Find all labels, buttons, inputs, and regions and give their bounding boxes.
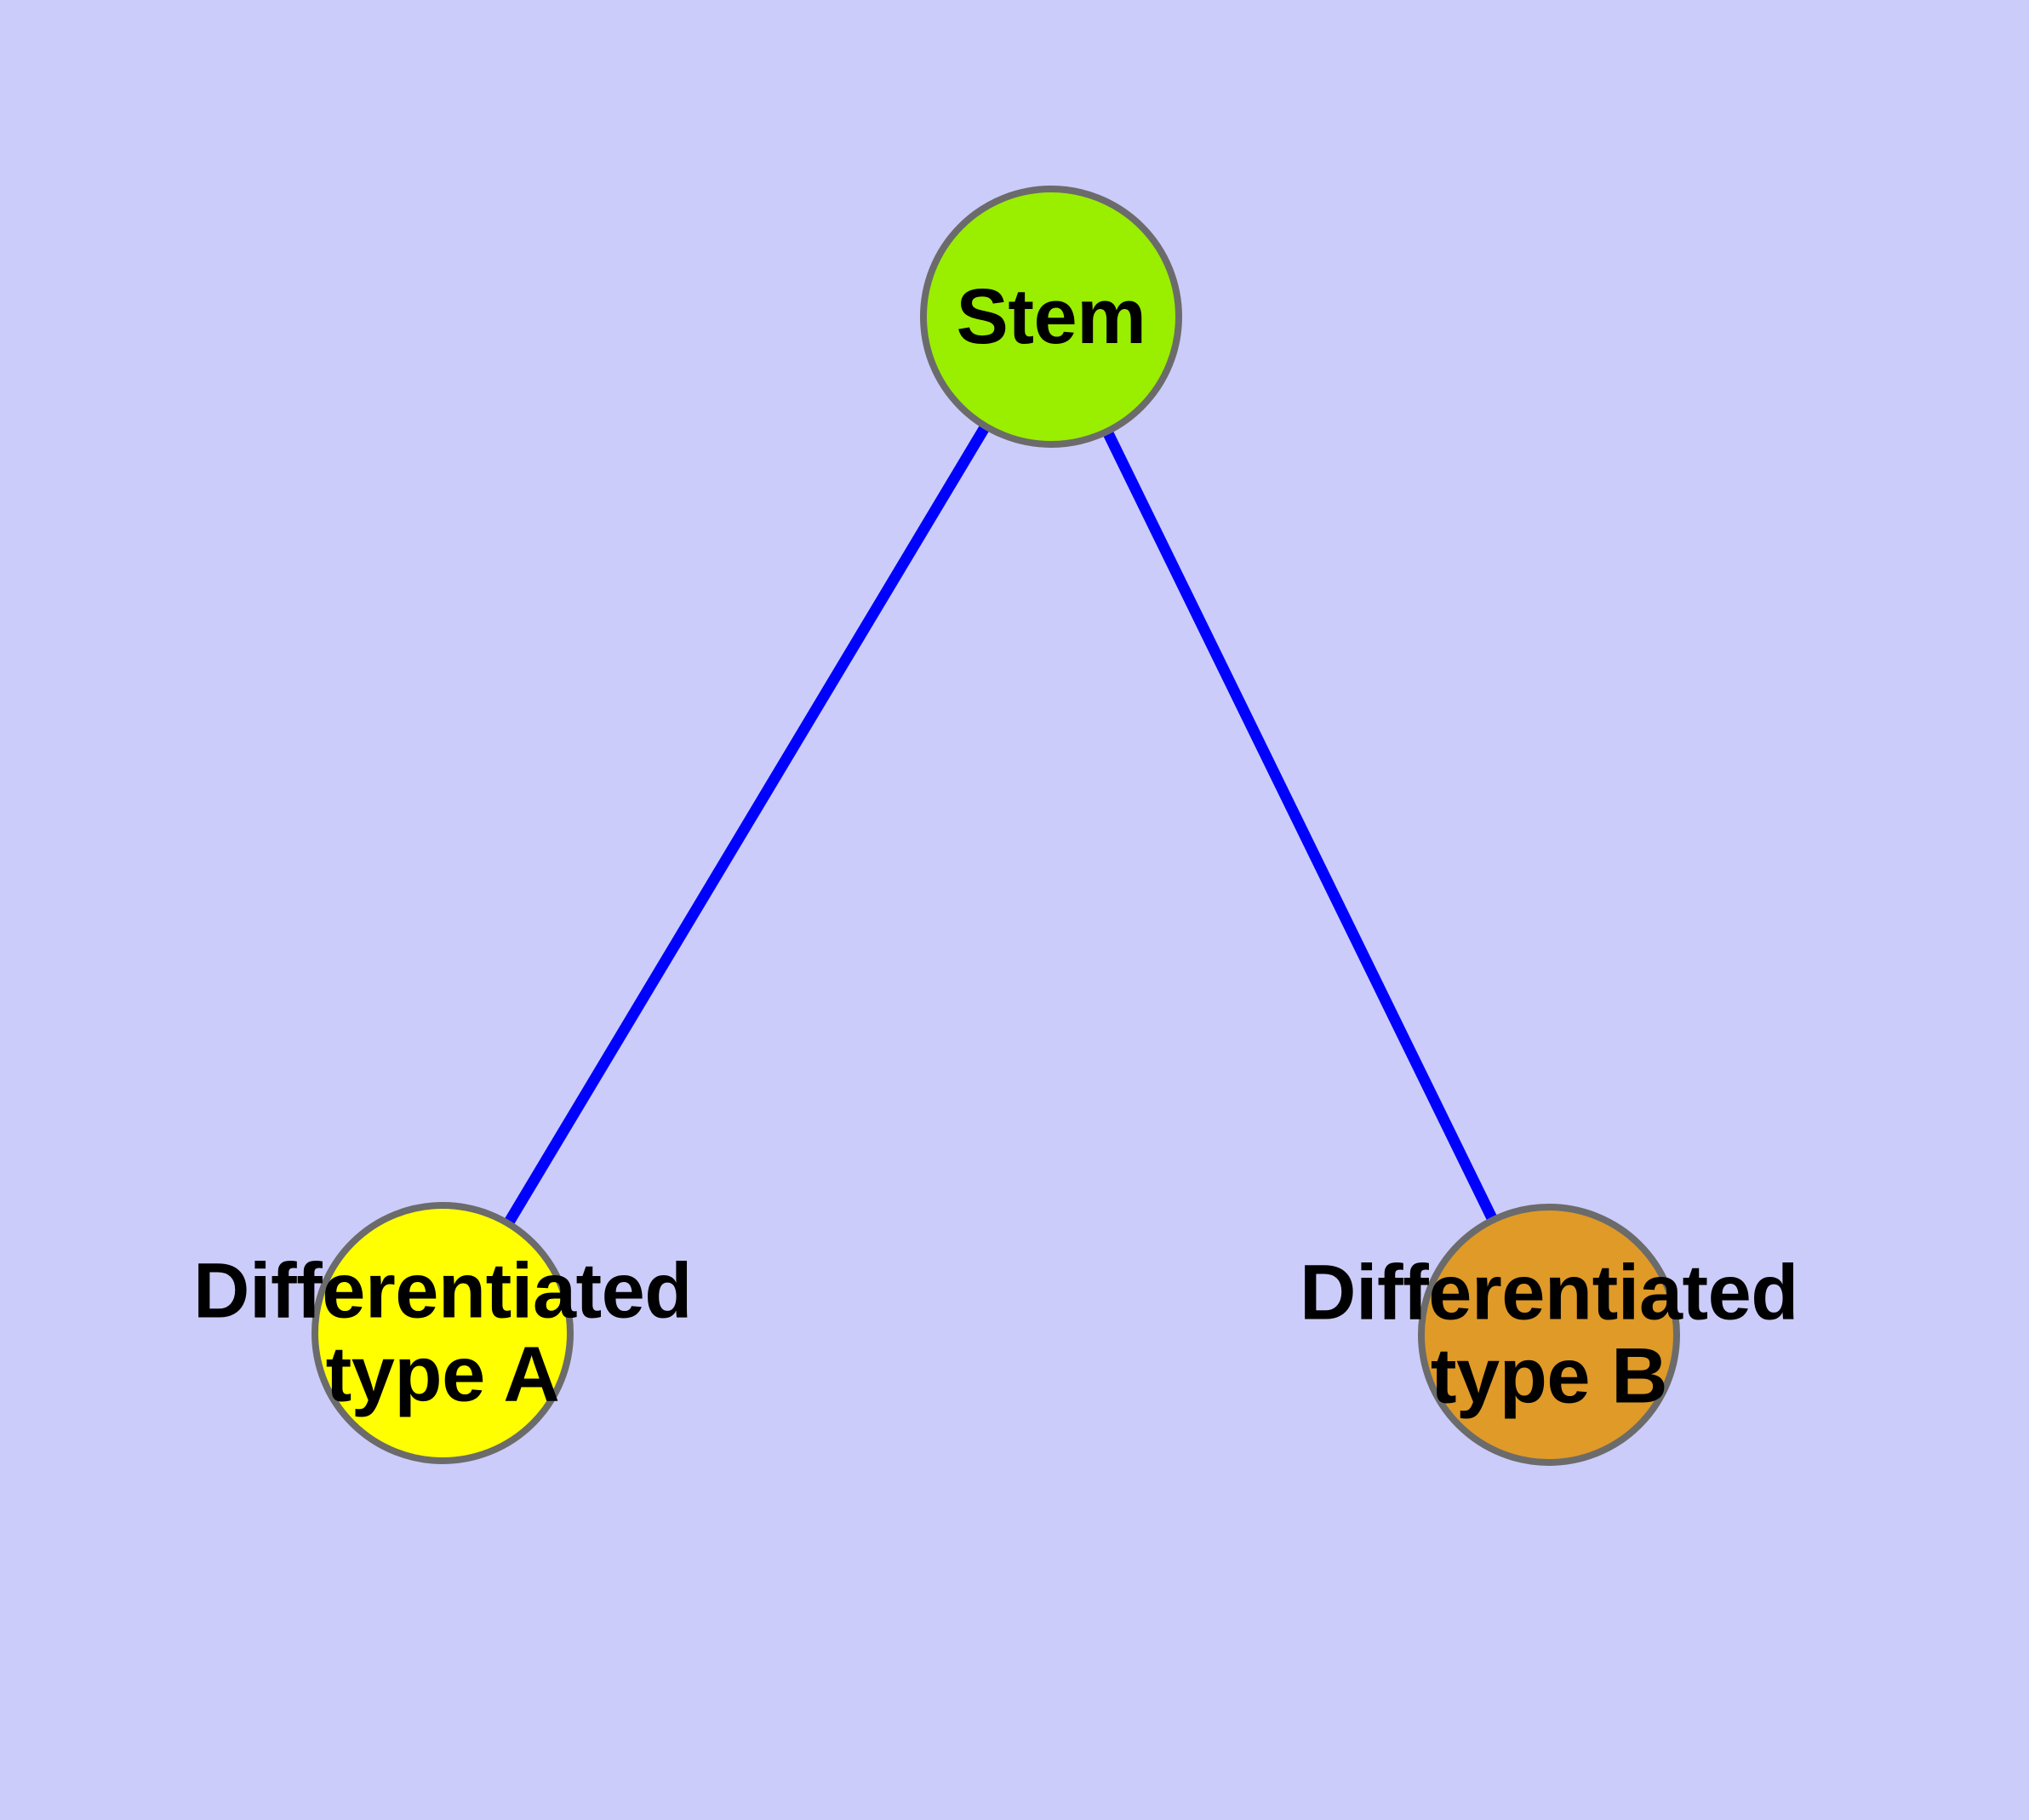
edge-layer xyxy=(437,313,1554,1337)
node-stem[interactable] xyxy=(920,186,1182,448)
node-layer xyxy=(311,186,1680,1466)
edge-stem-to-diff-b[interactable] xyxy=(1046,314,1554,1337)
node-differentiated-type-b[interactable] xyxy=(1418,1204,1680,1466)
node-differentiated-type-a[interactable] xyxy=(311,1202,574,1464)
edge-stem-to-diff-a[interactable] xyxy=(437,313,1056,1336)
